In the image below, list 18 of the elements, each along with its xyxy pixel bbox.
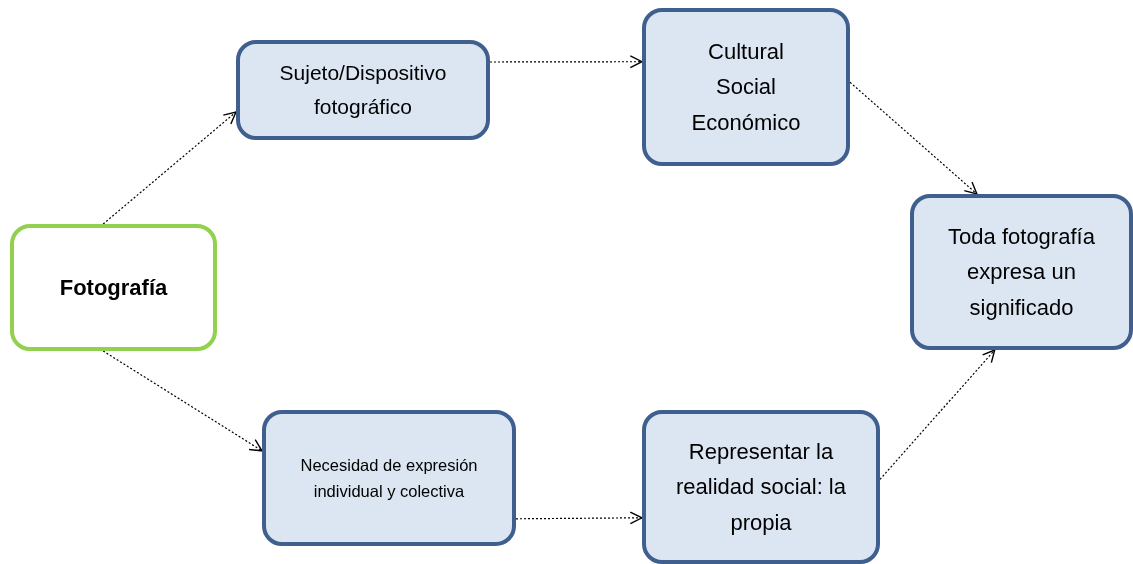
arrow (102, 350, 263, 452)
arrow (879, 349, 996, 480)
box-label: Cultural Social Económico (690, 38, 802, 137)
arrow (515, 511, 643, 525)
box-label: Necesidad de expresión individual y colectiva (299, 454, 479, 502)
process-box (910, 194, 1133, 350)
process-box (236, 40, 490, 140)
process-box (642, 8, 850, 166)
arrow (489, 55, 643, 69)
process-box (10, 224, 217, 351)
arrow (102, 111, 237, 225)
box-label: Sujeto/Dispositivo fotográfico (278, 60, 448, 120)
process-box (642, 410, 880, 564)
box-label: Representar la realidad social: la propia (675, 438, 847, 537)
box-label: Fotografía (59, 273, 168, 302)
box-label: Toda fotografía expresa un significado (947, 223, 1096, 322)
arrow (849, 81, 978, 195)
process-box (262, 410, 516, 546)
